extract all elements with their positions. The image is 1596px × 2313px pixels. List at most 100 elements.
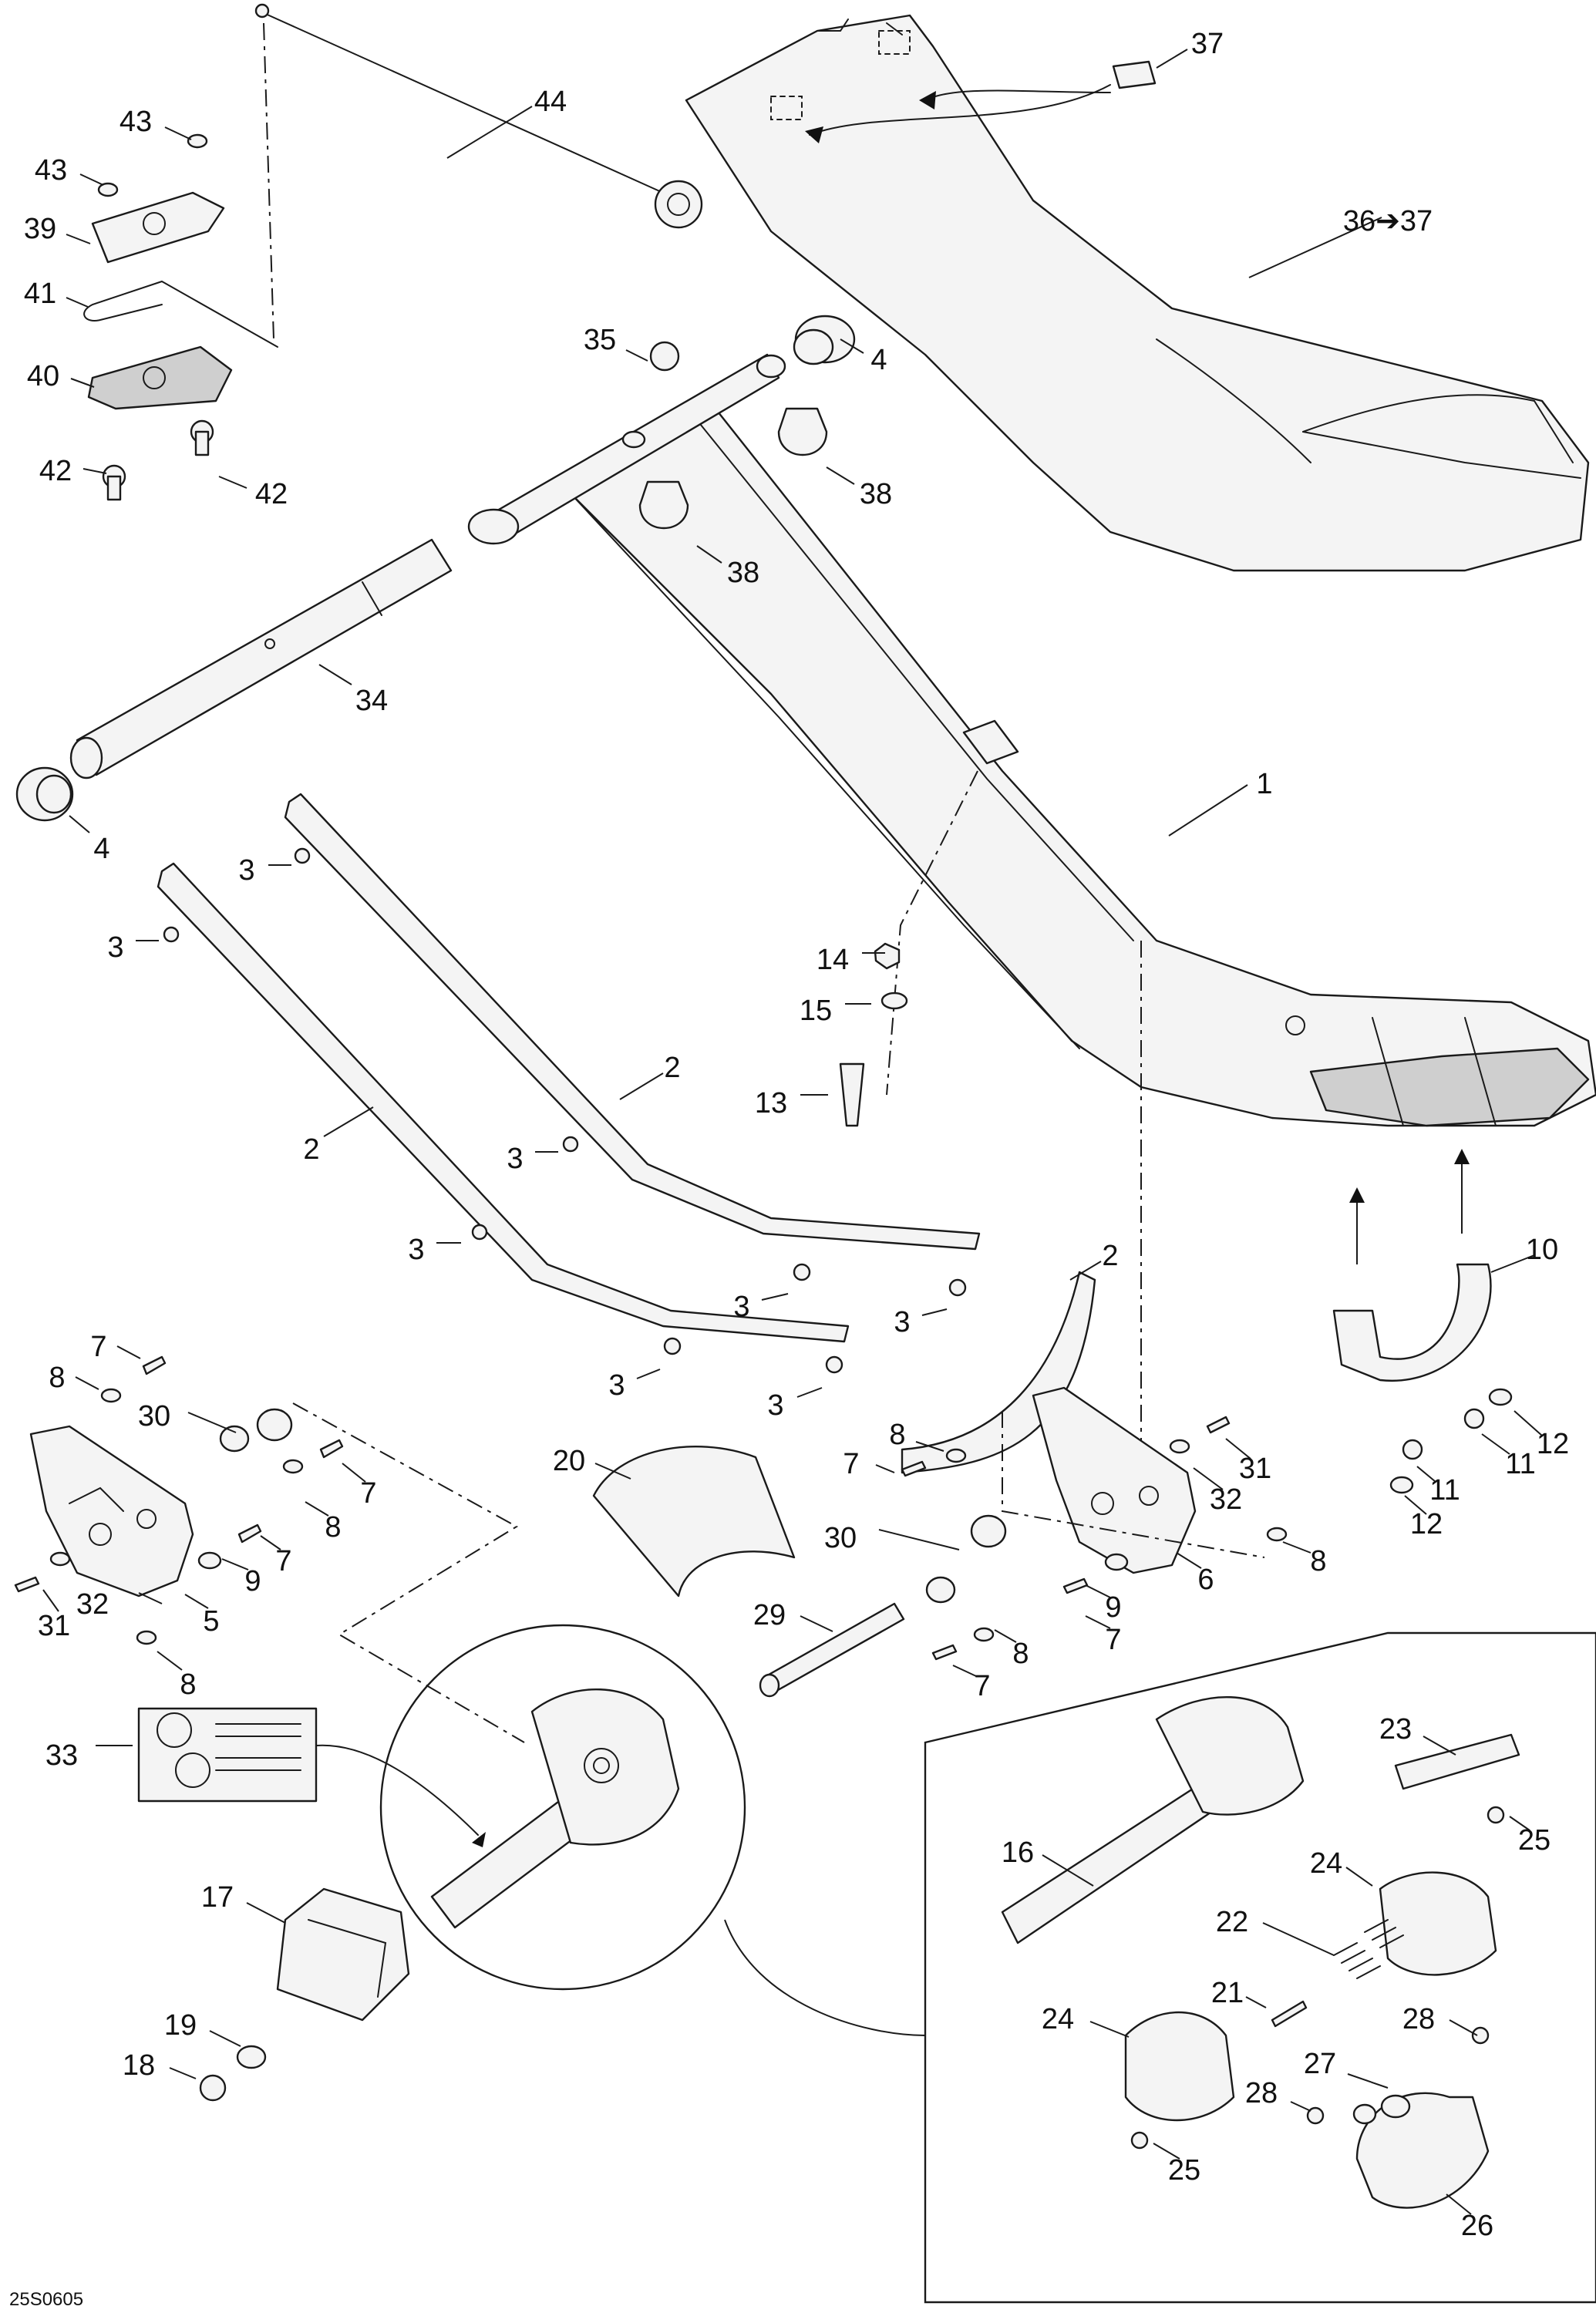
callout-c38a: 38 <box>860 478 892 510</box>
leader-line-c16 <box>1042 1854 1094 1887</box>
bolt-31-part <box>14 1416 1231 1593</box>
callout-c3e: 3 <box>733 1291 749 1323</box>
callout-c7d: 7 <box>275 1545 291 1577</box>
callout-c33: 33 <box>45 1739 78 1772</box>
callout-c30b: 30 <box>824 1522 857 1554</box>
leader-line-c42a <box>82 468 107 474</box>
leader-line-c12b <box>1404 1495 1427 1515</box>
leader-line-c3f <box>921 1308 948 1316</box>
callout-c24b: 24 <box>1042 2003 1074 2035</box>
leader-line-c10 <box>1490 1254 1535 1273</box>
leader-line-c12a <box>1514 1410 1543 1436</box>
callout-c23: 23 <box>1379 1713 1412 1746</box>
callout-c10: 10 <box>1526 1234 1558 1266</box>
leader-line-c7a <box>116 1345 141 1359</box>
callout-c31b: 31 <box>38 1610 70 1642</box>
bracket-40-part <box>87 345 233 410</box>
t-bar-part <box>467 353 786 545</box>
callout-c24a: 24 <box>1310 1847 1342 1880</box>
pivot-axle-part <box>69 538 453 779</box>
leader-line-c11b <box>1416 1466 1436 1483</box>
washer-19-part <box>236 2045 267 2069</box>
ski-pivot-16-part <box>1001 1695 1305 1944</box>
leader-line-c9a <box>221 1558 249 1571</box>
leader-line-c42b <box>218 476 247 489</box>
callout-c4b: 4 <box>93 833 109 865</box>
leader-line-c3e <box>761 1293 789 1301</box>
callout-c28a: 28 <box>1402 2003 1435 2035</box>
callout-c5: 5 <box>203 1605 219 1638</box>
cover-20-part <box>592 1446 796 1598</box>
leader-line-c5 <box>184 1594 209 1609</box>
drawing-code: 25S0605 <box>9 2289 83 2310</box>
callout-c12b: 12 <box>1410 1508 1443 1540</box>
leader-line-c4b <box>69 815 90 833</box>
leader-line-c7f <box>952 1665 977 1677</box>
callout-c29: 29 <box>753 1599 786 1631</box>
leader-line-c8f <box>157 1651 183 1671</box>
leader-line-c34 <box>318 664 352 685</box>
leader-line-c8b <box>915 1441 944 1452</box>
callout-c14: 14 <box>817 944 849 976</box>
callout-c27: 27 <box>1304 2048 1336 2080</box>
callout-c25a: 25 <box>1518 1824 1551 1857</box>
bushing-4-part <box>15 315 856 822</box>
leader-line-c38b <box>696 545 722 564</box>
housing-24-part <box>1124 1871 1497 2122</box>
callout-c17: 17 <box>201 1881 234 1914</box>
callout-c42b: 42 <box>255 478 288 510</box>
leader-line-c7b <box>875 1464 895 1473</box>
leader-line-c37 <box>1156 49 1188 69</box>
callout-c15: 15 <box>800 995 832 1027</box>
bolt-35-part <box>649 341 680 372</box>
cable-44-part <box>254 3 703 340</box>
leader-line-c36 <box>1248 217 1382 278</box>
leader-line-c30a <box>187 1412 237 1433</box>
leader-line-c7e <box>1085 1615 1111 1629</box>
bracket-39-part <box>91 191 225 264</box>
leader-line-c25b <box>1153 2143 1180 2160</box>
leader-line-c43a <box>164 126 192 140</box>
callout-c4a: 4 <box>870 344 887 376</box>
leader-line-c44 <box>446 106 533 159</box>
leader-line-c9b <box>1085 1584 1111 1598</box>
callout-c3g: 3 <box>608 1369 625 1402</box>
clip-41-part <box>83 281 278 348</box>
pivot-bracket-6-part <box>1032 1386 1197 1574</box>
ski-frame-part <box>554 399 1596 1127</box>
leader-line-c29 <box>800 1615 833 1632</box>
washer-43-part <box>97 133 208 197</box>
leader-line-c7c <box>342 1463 366 1483</box>
leader-line-c39 <box>66 234 91 244</box>
leader-line-c2a <box>619 1072 664 1100</box>
callout-c30a: 30 <box>138 1400 170 1433</box>
callout-c2b: 2 <box>303 1133 319 1166</box>
leader-line-c3h <box>796 1387 823 1398</box>
leader-line-c8e <box>994 1629 1017 1643</box>
callout-c18: 18 <box>123 2049 155 2082</box>
leader-line-c20 <box>594 1463 631 1480</box>
callout-c3d: 3 <box>408 1234 424 1266</box>
leader-line-c2c <box>1069 1261 1102 1281</box>
leader-line-c1 <box>1168 784 1248 837</box>
callout-c19: 19 <box>164 2009 197 2042</box>
bolt-18-part <box>199 2074 227 2102</box>
callout-c36: 36➔37 <box>1343 205 1433 237</box>
callout-c38b: 38 <box>727 557 759 589</box>
screw-28-part <box>1306 2026 1490 2125</box>
callout-c7b: 7 <box>843 1448 859 1480</box>
callout-c3c: 3 <box>507 1143 523 1175</box>
callout-c8a: 8 <box>49 1362 65 1394</box>
callout-c7c: 7 <box>360 1477 376 1510</box>
callout-c8f: 8 <box>180 1668 196 1701</box>
callout-c8d: 8 <box>1310 1545 1326 1577</box>
leader-line-c24a <box>1345 1867 1373 1887</box>
leader-line-c40 <box>70 378 95 388</box>
shaft-29-part <box>759 1602 905 1698</box>
leader-line-c8a <box>75 1376 99 1390</box>
callout-c6: 6 <box>1197 1564 1214 1596</box>
washer-32-part <box>49 1439 1190 1567</box>
callout-c31a: 31 <box>1239 1453 1271 1485</box>
leader-line-c8c <box>305 1501 329 1517</box>
